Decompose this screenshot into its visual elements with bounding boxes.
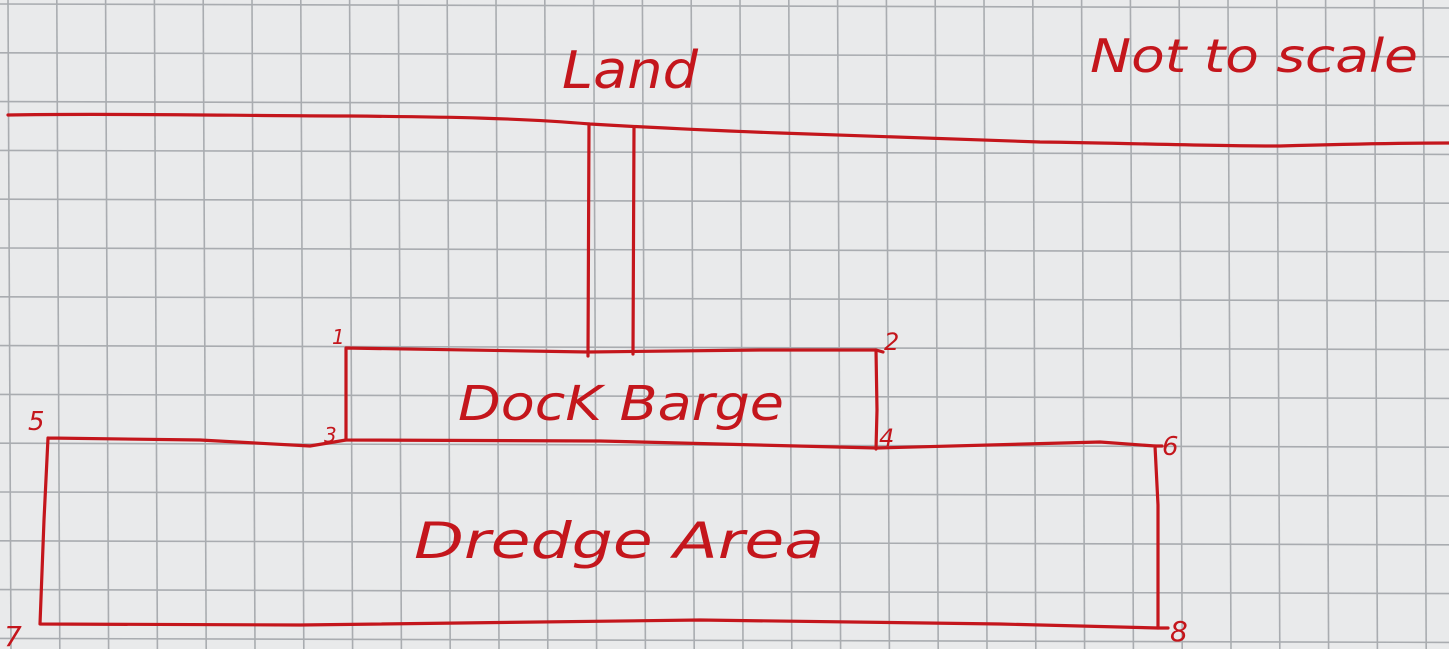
grid-line-vertical bbox=[1032, 0, 1037, 649]
grid-line-vertical bbox=[1373, 0, 1379, 649]
corner-label-2: 2 bbox=[884, 328, 899, 356]
grid-line-vertical bbox=[641, 0, 647, 649]
dredge-area-label: Dredge Area bbox=[414, 512, 824, 570]
grid-line-vertical bbox=[592, 0, 598, 649]
land-label: Land bbox=[562, 41, 699, 101]
corner-label-8: 8 bbox=[1170, 615, 1188, 648]
corner-label-5: 5 bbox=[28, 407, 45, 437]
grid-line-vertical bbox=[739, 0, 744, 649]
dock-barge-label: DocK Barge bbox=[458, 376, 784, 432]
grid-line-horizontal bbox=[0, 539, 1449, 546]
corner-label-7: 7 bbox=[4, 620, 22, 649]
grid-line-vertical bbox=[1324, 0, 1330, 649]
grid-line-vertical bbox=[690, 0, 696, 649]
grid-line-vertical bbox=[1227, 0, 1232, 649]
grid-line-vertical bbox=[934, 0, 940, 649]
grid-line-horizontal bbox=[0, 3, 1449, 9]
dock-barge-outline bbox=[344, 346, 879, 451]
corner-label-1: 1 bbox=[332, 325, 345, 349]
grid-line-vertical bbox=[1276, 0, 1281, 649]
grid-line-horizontal bbox=[0, 100, 1449, 107]
corner-label-4: 4 bbox=[879, 424, 894, 452]
grid-line-vertical bbox=[397, 0, 403, 649]
grid-line-horizontal bbox=[0, 295, 1449, 302]
grid-line-vertical bbox=[787, 0, 793, 649]
grid-line-vertical bbox=[1129, 0, 1135, 649]
grid-line-horizontal bbox=[0, 393, 1449, 400]
grid-line-horizontal bbox=[0, 491, 1449, 497]
grid-line-vertical bbox=[446, 0, 452, 649]
grid-line-vertical bbox=[885, 0, 891, 649]
shoreline bbox=[6, 112, 1449, 148]
grid-line-vertical bbox=[983, 0, 988, 649]
grid-line-horizontal bbox=[0, 247, 1449, 253]
grid-line-vertical bbox=[543, 0, 549, 649]
grid-line-horizontal bbox=[0, 52, 1449, 58]
grid-line-horizontal bbox=[0, 149, 1449, 156]
grid-line-vertical bbox=[836, 0, 842, 649]
grid-line-vertical bbox=[1422, 0, 1427, 649]
grid-line-vertical bbox=[1080, 0, 1086, 649]
corner-label-3: 3 bbox=[324, 423, 337, 447]
grid-line-horizontal bbox=[0, 588, 1449, 595]
walkway-right-edge bbox=[631, 126, 636, 356]
corner-label-6: 6 bbox=[1162, 432, 1179, 462]
grid-line-vertical bbox=[299, 0, 305, 649]
walkway-left-edge bbox=[586, 122, 591, 358]
grid-line-vertical bbox=[495, 0, 500, 649]
grid-line-horizontal bbox=[0, 637, 1449, 644]
corner-tick-2 bbox=[874, 348, 885, 354]
not-to-scale-note: Not to scale bbox=[1090, 29, 1418, 83]
grid-line-horizontal bbox=[0, 198, 1449, 204]
grid-line-horizontal bbox=[0, 344, 1449, 351]
grid-line-vertical bbox=[1178, 0, 1183, 649]
grid-line-vertical bbox=[348, 0, 354, 649]
